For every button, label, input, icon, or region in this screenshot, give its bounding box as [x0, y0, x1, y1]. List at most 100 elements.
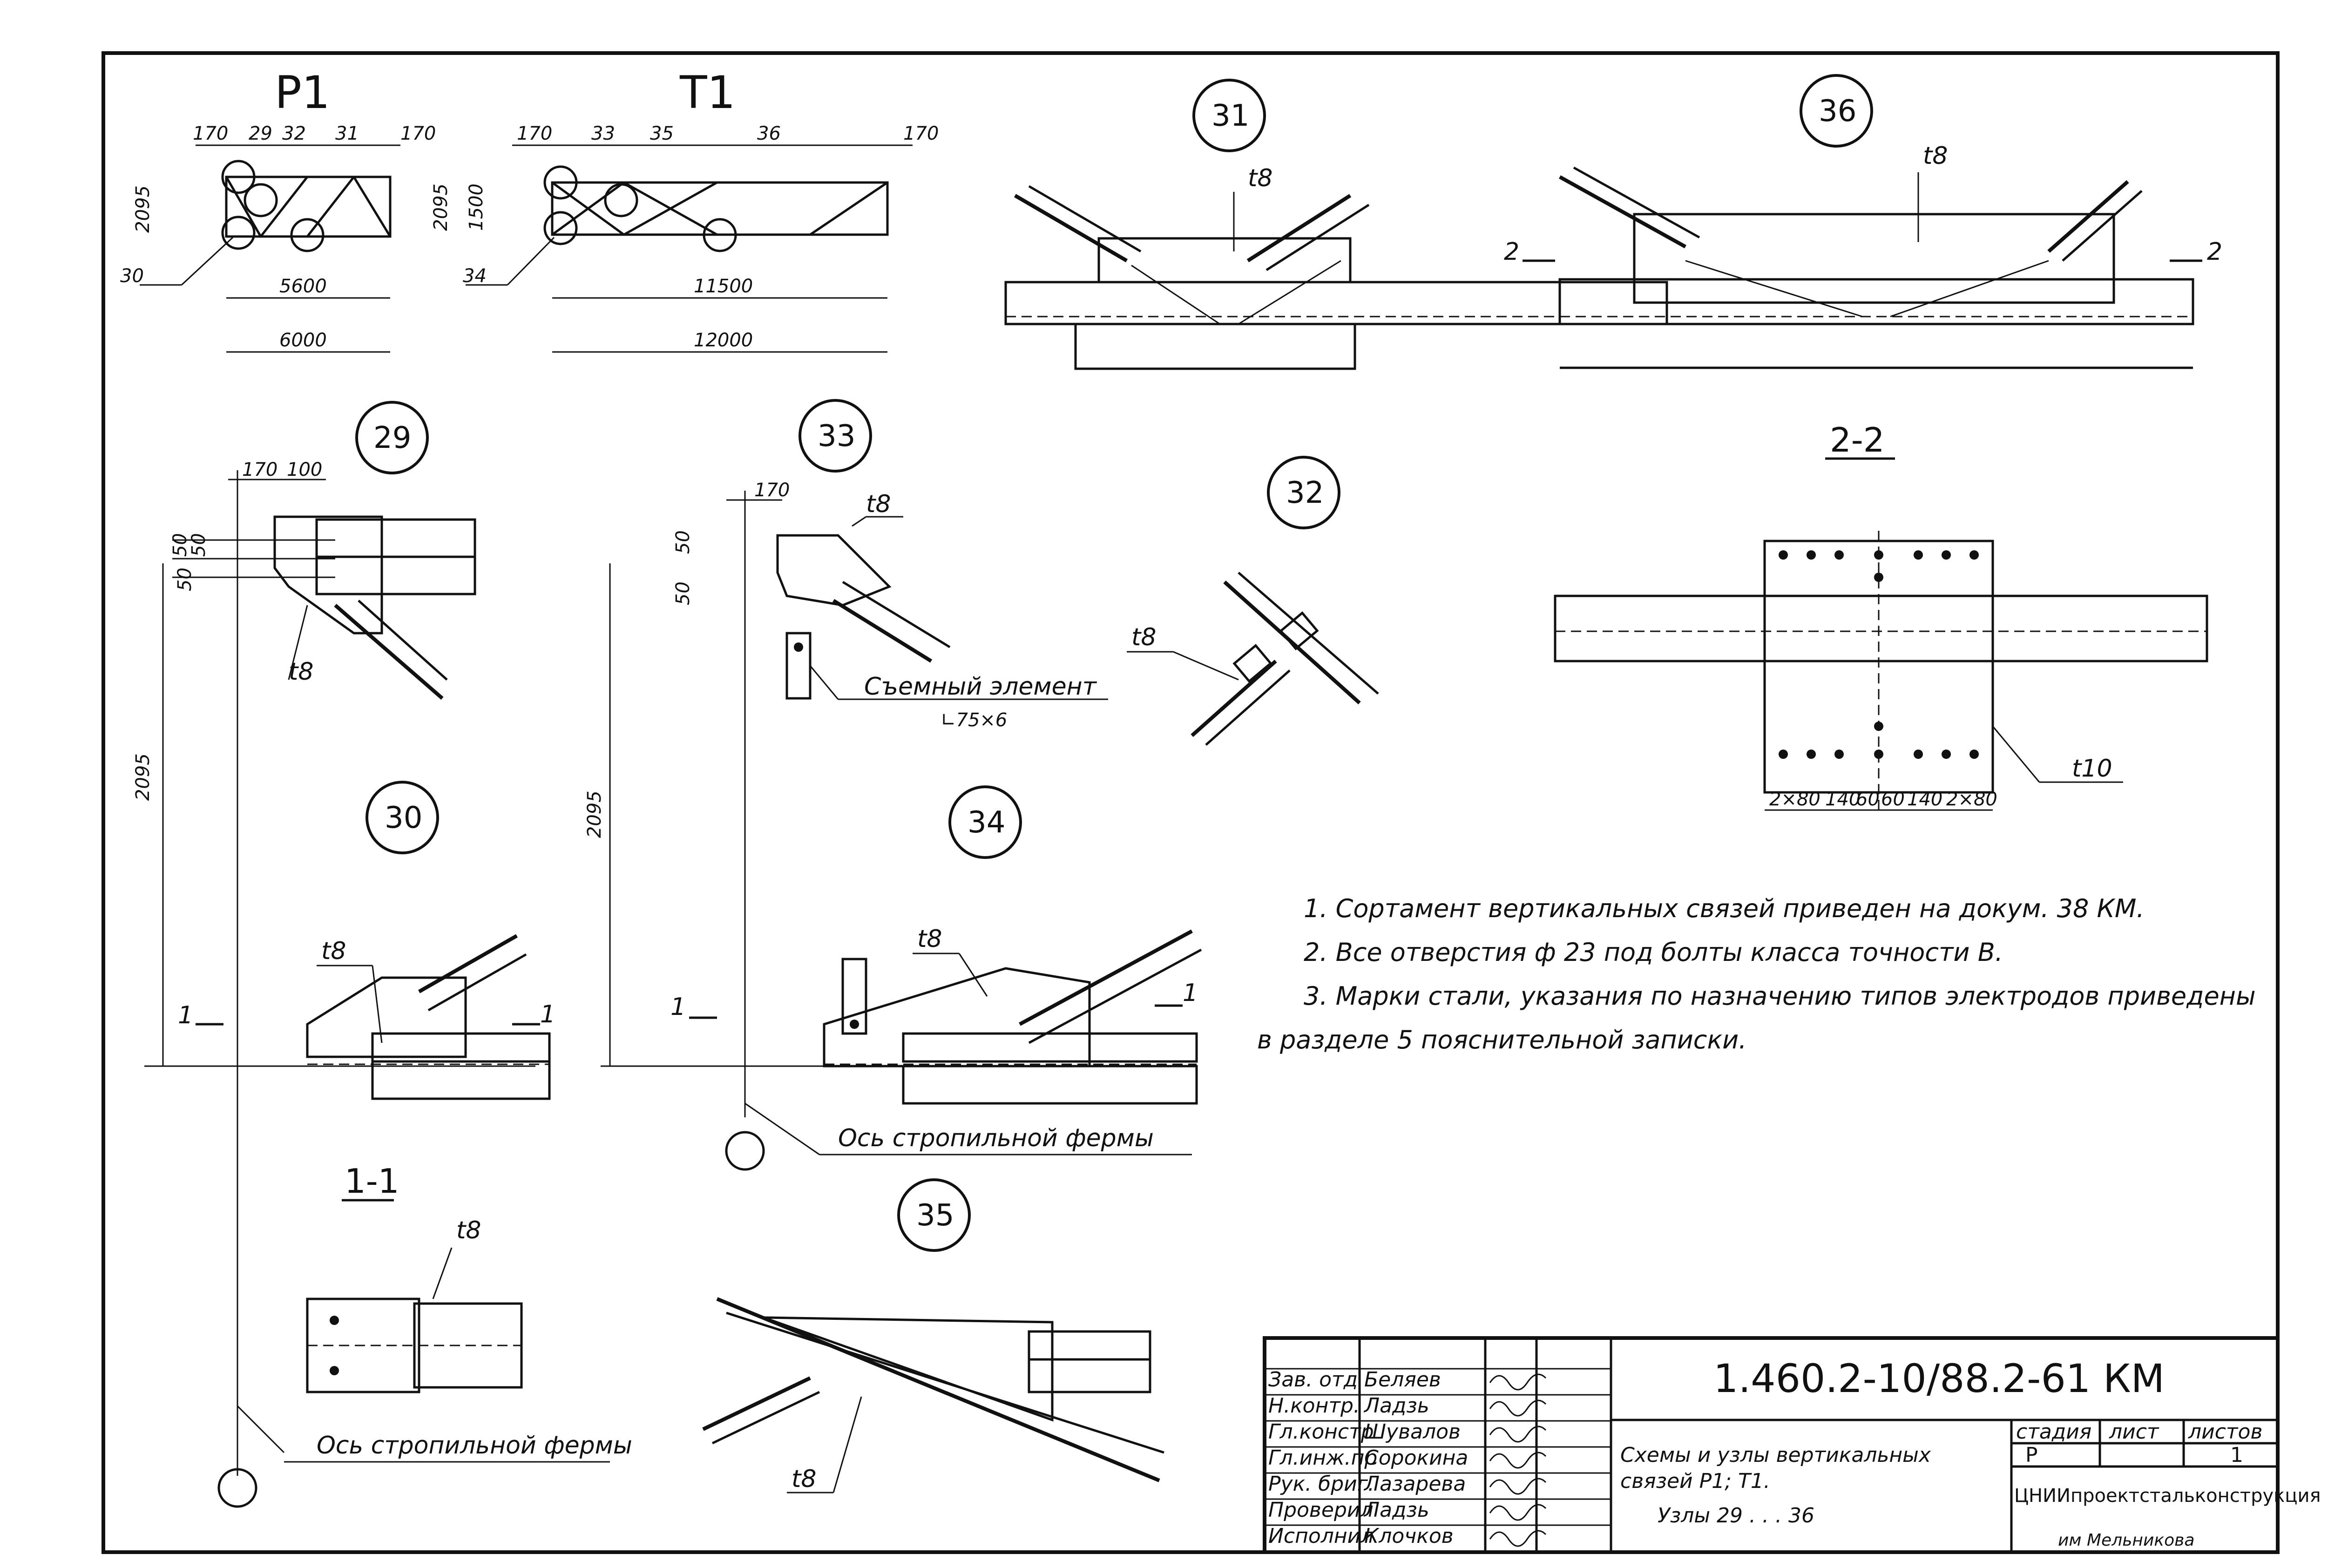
title-block: 1.460.2-10/88.2-61 КМ Зав. отд Беляев Н.… — [1263, 1336, 2321, 1554]
node-33: 33 170 50 50 t8 Съемный элемент ∟75×6 20… — [584, 399, 1108, 1117]
node-29-dim-50c: 50 — [174, 568, 196, 591]
title-block-sheet-header: лист — [2109, 1420, 2159, 1444]
t1-callout-35: 35 — [650, 123, 674, 144]
node-33-dim-50a: 50 — [672, 530, 694, 554]
t1-height-1500: 1500 — [466, 183, 487, 231]
node-31-circle — [1192, 79, 1266, 152]
node-36-number: 36 — [1819, 94, 1856, 128]
title-block-name-6: Клочков — [1364, 1524, 1454, 1548]
title-block-name-3: Сорокина — [1364, 1446, 1468, 1470]
title-block-role-0: Зав. отд — [1268, 1368, 1358, 1392]
title-block-name-5: Ладзь — [1363, 1498, 1429, 1522]
node-36-sec-left: 2 — [1504, 238, 1519, 266]
node-30-circle — [365, 781, 439, 854]
node-32: 32 t8 — [1127, 456, 1379, 746]
section-2-2-bolts-bottom — [1779, 722, 1979, 759]
node-32-plate: t8 — [1131, 623, 1156, 651]
signature-2 — [1489, 1426, 1547, 1443]
node-30-number: 30 — [385, 801, 422, 835]
signature-4 — [1489, 1478, 1547, 1495]
section-1-1-title: 1-1 — [345, 1162, 399, 1201]
note-2: 2. Все отверстия ф 23 под болты класса т… — [1304, 938, 2003, 967]
title-block-desc-2: Узлы 29 . . . 36 — [1658, 1504, 1814, 1527]
sheet-frame — [102, 51, 2280, 1554]
node-31-plate: t8 — [1248, 164, 1272, 192]
node-36-circle — [1800, 74, 1873, 148]
node-32-number: 32 — [1286, 476, 1324, 510]
p1-callout-30: 30 — [120, 265, 144, 287]
node-30-sec-right: 1 — [540, 1000, 555, 1028]
p1-callout-29: 29 — [249, 123, 272, 144]
title-block-name-0: Беляев — [1364, 1368, 1441, 1392]
node-33-dim-170: 170 — [754, 480, 790, 501]
p1-dim-170a: 170 — [193, 123, 228, 144]
p1-callout-32: 32 — [282, 123, 306, 144]
section-2-2-plate: t10 — [2072, 755, 2112, 783]
scheme-p1-title: P1 — [275, 67, 330, 119]
signature-5 — [1489, 1504, 1547, 1521]
title-block-role-6: Исполнил — [1268, 1524, 1374, 1548]
section-2-2-dim-3: 60 — [1881, 789, 1905, 810]
node-34-axis: Ось стропильной фермы — [838, 1124, 1154, 1152]
node-34-plate: t8 — [917, 925, 942, 953]
signature-6 — [1489, 1530, 1547, 1547]
section-1-1-plate: t8 — [456, 1217, 481, 1244]
node-33-angle: ∟75×6 — [941, 710, 1007, 731]
node-29-dim-50b: 50 — [188, 533, 210, 557]
title-block-role-2: Гл.констр — [1268, 1420, 1374, 1444]
t1-callout-36: 36 — [757, 123, 781, 144]
note-1: 1. Сортамент вертикальных связей приведе… — [1304, 894, 2145, 923]
node-35-plate: t8 — [792, 1465, 816, 1493]
node-29-dim-170: 170 — [242, 459, 277, 480]
scheme-t1: T1 170 33 35 36 170 2095 1500 34 11500 1… — [430, 67, 939, 353]
node-34-circle — [948, 785, 1022, 859]
title-block-desc-0: Схемы и узлы вертикальных — [1620, 1443, 1931, 1467]
title-block-name-2: Шувалов — [1364, 1420, 1461, 1444]
node-29-dim-50a: 50 — [169, 533, 191, 557]
node-30-plate: t8 — [321, 937, 346, 965]
title-block-role-3: Гл.инж.пр — [1268, 1446, 1377, 1470]
note-4: в разделе 5 пояснительной записки. — [1257, 1025, 1746, 1054]
node-31-number: 31 — [1211, 99, 1249, 133]
node-34-sec-right: 1 — [1183, 979, 1198, 1007]
title-block-role-5: Проверил — [1268, 1498, 1374, 1522]
node-34-number: 34 — [968, 805, 1005, 840]
title-block-stage: Р — [2025, 1443, 2038, 1467]
title-block-org-0: ЦНИИпроектстальконструкция — [2014, 1485, 2321, 1507]
node-36-plate: t8 — [1923, 142, 1948, 170]
t1-callout-34: 34 — [463, 265, 487, 287]
p1-height: 2095 — [132, 185, 154, 233]
node-30-sec-left: 1 — [178, 1001, 193, 1029]
node-32-circle — [1267, 456, 1340, 529]
title-block-desc-1: связей Р1; Т1. — [1620, 1469, 1770, 1493]
node-33-circle — [799, 399, 872, 473]
p1-dim-170b: 170 — [400, 123, 436, 144]
node-35-number: 35 — [916, 1198, 954, 1233]
node-34: 34 t8 1 1 Ось стропильной фермы — [601, 785, 1202, 1171]
p1-dim-6000: 6000 — [279, 330, 327, 351]
node-29-dim-100: 100 — [287, 459, 322, 480]
node-36: 36 t8 2 2 — [1504, 74, 2222, 369]
t1-height-2095: 2095 — [430, 183, 452, 231]
section-2-2-bolts-top — [1779, 550, 1979, 582]
title-block-name-4: Лазарева — [1363, 1472, 1466, 1496]
node-31: 31 t8 — [1004, 79, 1668, 370]
p1-callout-31: 31 — [335, 123, 359, 144]
section-1-1-axis: Ось стропильной фермы — [317, 1432, 632, 1460]
section-1-1: 1-1 t8 Ось стропильной фермы — [217, 1162, 632, 1508]
section-2-2-dim-2: 60 — [1856, 789, 1880, 810]
node-35: 35 t8 — [702, 1178, 1164, 1494]
node-30: 30 t8 1 1 — [144, 781, 555, 1100]
t1-callout-33: 33 — [591, 123, 615, 144]
title-block-stage-header: стадия — [2016, 1420, 2091, 1444]
node-33-height: 2095 — [584, 791, 605, 838]
node-29: 29 170 100 50 50 50 t8 2095 — [132, 401, 476, 1476]
title-block-role-4: Рук. бриг. — [1268, 1472, 1374, 1496]
t1-dim-11500: 11500 — [694, 276, 753, 297]
title-block-sheet: 1 — [2230, 1443, 2243, 1467]
section-2-2-title: 2-2 — [1830, 420, 1885, 460]
section-2-2-dim-1: 140 — [1825, 789, 1861, 810]
node-33-number: 33 — [818, 419, 855, 453]
t1-dim-170b: 170 — [903, 123, 939, 144]
